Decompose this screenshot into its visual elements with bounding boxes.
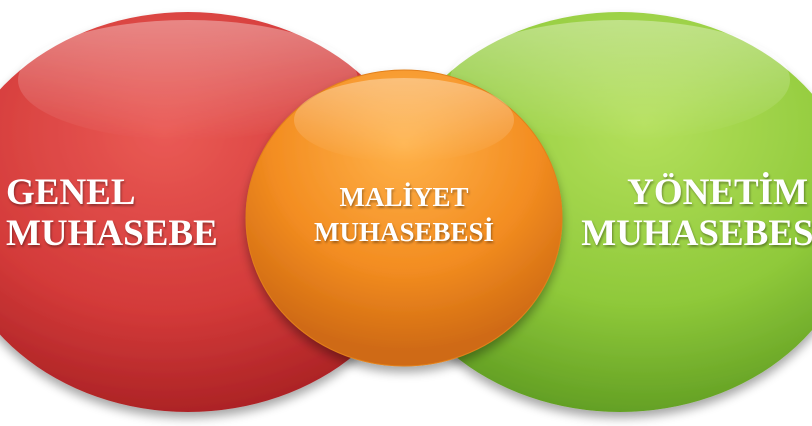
node-label-right-line2: MUHASEBESİ [581,213,812,255]
node-label-center-line2: MUHASEBESİ [313,217,495,248]
node-label-genel-muhasebe: GENEL MUHASEBE [6,172,218,255]
node-label-center-line1: MALİYET [339,182,469,212]
node-label-right-line1: YÖNETİM [627,172,808,213]
node-label-left-line2: MUHASEBE [6,213,218,255]
center-circle [245,69,563,367]
node-label-left-line1: GENEL [6,172,136,213]
node-label-yonetim-muhasebesi: YÖNETİM MUHASEBESİ [568,172,812,255]
node-label-maliyet-muhasebesi: MALİYET MUHASEBESİ [296,180,512,250]
